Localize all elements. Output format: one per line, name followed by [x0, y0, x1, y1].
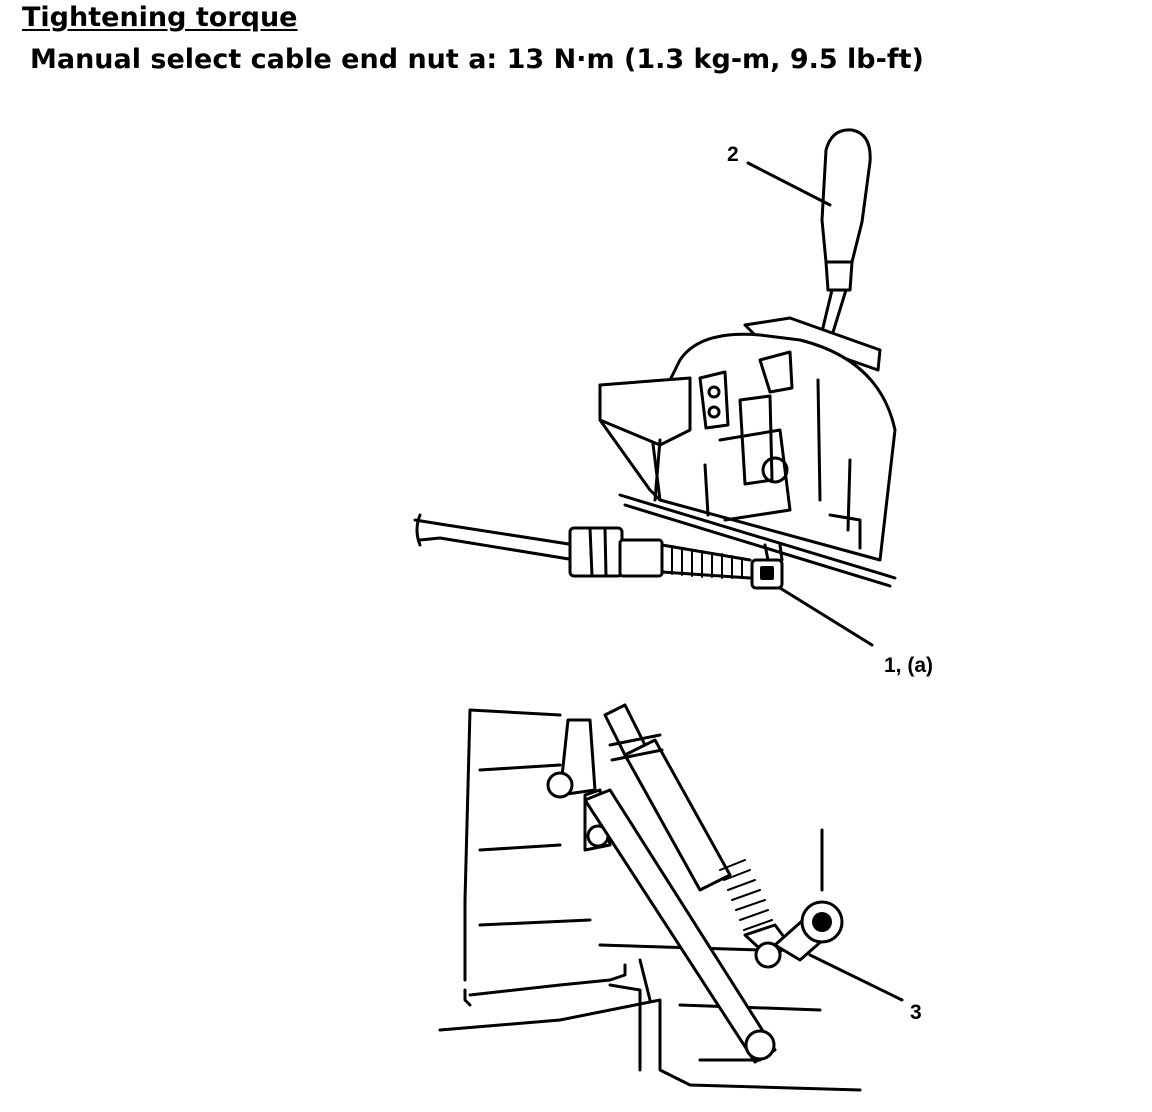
torque-spec: Manual select cable end nut a: 13 N·m (1…: [30, 44, 924, 75]
leader-line-3: [808, 953, 904, 1002]
callout-1-a: 1, (a): [884, 654, 934, 677]
select-lever-linkage: [438, 703, 862, 1092]
callout-2: 2: [727, 143, 739, 166]
shift-lever-assembly: [413, 128, 897, 590]
section-heading: Tightening torque: [22, 2, 298, 33]
leader-line-2: [746, 161, 832, 207]
leader-line-1: [778, 586, 874, 647]
callout-3: 3: [910, 1001, 922, 1024]
